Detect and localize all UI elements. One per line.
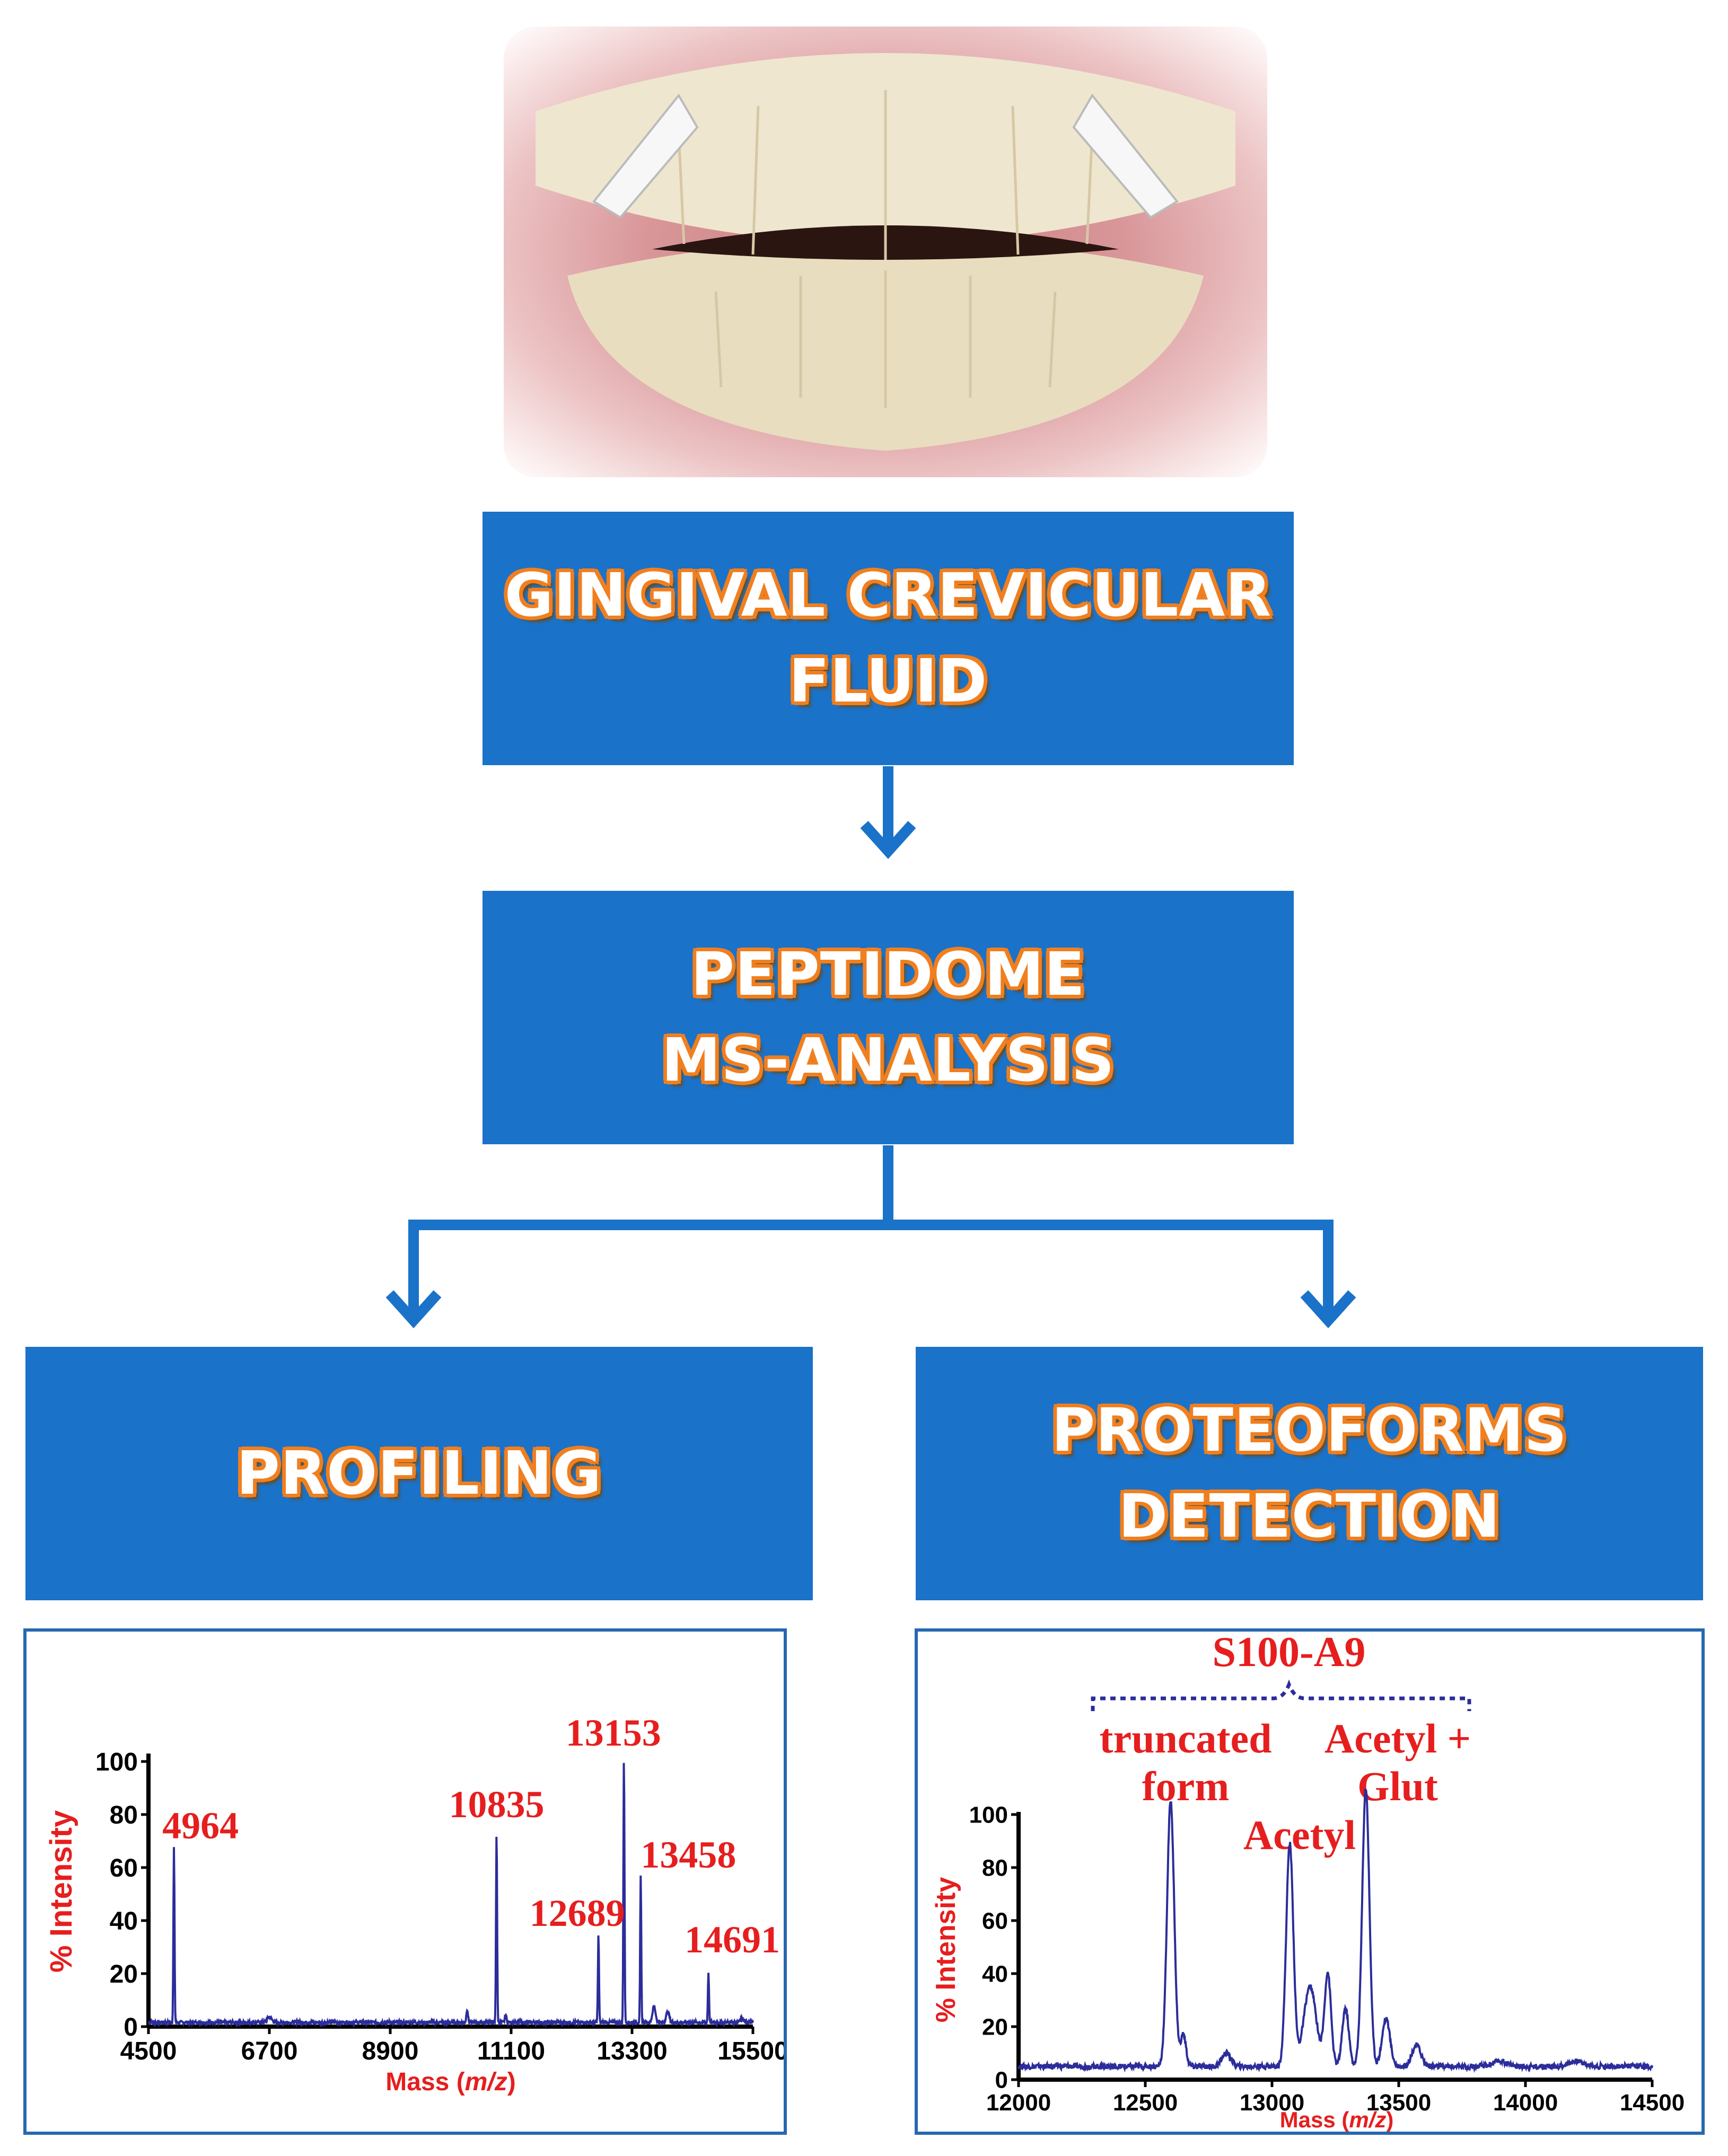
gcf-box: GINGIVAL CREVICULAR FLUID <box>483 512 1294 765</box>
y-tick-label: 0 <box>995 2067 1008 2093</box>
y-axis-label: % Intensity <box>931 1877 961 2023</box>
profiling-spectrum-panel: 0 20 40 60 80 100 4500 6700 8900 11100 13300 15500… <box>23 1628 787 2135</box>
profiling-title: PROFILING <box>236 1439 602 1508</box>
x-tick-label: 6700 <box>241 2037 298 2065</box>
s100-a9-bracket <box>1091 1679 1471 1711</box>
x-tick-label: 13300 <box>597 2037 667 2065</box>
y-tick-label: 40 <box>110 1907 138 1935</box>
proteoforms-title-line2: DETECTION <box>1118 1482 1501 1551</box>
peak-label: 10835 <box>449 1783 545 1826</box>
gcf-title-line2: FLUID <box>788 647 988 716</box>
y-tick-label: 40 <box>982 1961 1008 1987</box>
gcf-title-line1: GINGIVAL CREVICULAR <box>504 560 1272 630</box>
peak-label: 13153 <box>566 1712 661 1754</box>
peptidome-title-line2: MS-ANALYSIS <box>661 1026 1115 1095</box>
truncated-label-line1: truncated <box>1100 1715 1272 1761</box>
acetyl-glut-label-line1: Acetyl + <box>1324 1715 1471 1761</box>
proteoforms-box: PROTEOFORMS DETECTION <box>916 1347 1703 1600</box>
peptidome-box: PEPTIDOME MS-ANALYSIS <box>483 891 1294 1144</box>
y-tick-label: 80 <box>110 1801 138 1829</box>
profiling-spectrum-chart: 0 20 40 60 80 100 4500 6700 8900 11100 13300 15500… <box>44 1712 784 2096</box>
peak-label: 13458 <box>641 1834 736 1876</box>
x-tick-label: 15500 <box>717 2037 784 2065</box>
x-tick-label: 14000 <box>1493 2090 1558 2116</box>
y-tick-label: 20 <box>982 2014 1008 2040</box>
y-tick-label: 100 <box>969 1802 1008 1828</box>
x-tick-label: 8900 <box>362 2037 419 2065</box>
x-tick-label: 13000 <box>1240 2090 1304 2116</box>
x-tick-label: 11100 <box>477 2037 545 2065</box>
x-tick-label: 14500 <box>1620 2090 1685 2116</box>
proteoforms-title-line1: PROTEOFORMS <box>1051 1396 1567 1465</box>
proteoforms-spectrum-chart: S100-A9 truncated form Acetyl Acetyl + G… <box>931 1632 1685 2132</box>
s100-a9-title: S100-A9 <box>1213 1632 1366 1676</box>
y-tick-label: 100 <box>95 1748 138 1776</box>
y-tick-label: 60 <box>982 1908 1008 1934</box>
proteoforms-spectrum-panel: S100-A9 truncated form Acetyl Acetyl + G… <box>915 1628 1705 2135</box>
x-tick-label: 12000 <box>986 2090 1051 2116</box>
spectrum-line <box>147 1763 754 2028</box>
acetyl-glut-label-line2: Glut <box>1357 1763 1438 1809</box>
x-tick-label: 4500 <box>120 2037 177 2065</box>
acetyl-label: Acetyl <box>1243 1812 1356 1858</box>
y-tick-label: 0 <box>124 2013 138 2041</box>
x-tick-label: 13500 <box>1366 2090 1431 2116</box>
x-tick-label: 12500 <box>1113 2090 1178 2116</box>
peak-label: 4964 <box>162 1804 239 1847</box>
x-axis-label: Mass (m/z) <box>1280 2107 1394 2132</box>
y-tick-label: 60 <box>110 1854 138 1882</box>
truncated-label-line2: form <box>1142 1763 1230 1809</box>
x-axis-label: Mass (m/z) <box>385 2068 515 2096</box>
peak-label: 12689 <box>530 1892 625 1934</box>
y-tick-label: 80 <box>982 1855 1008 1881</box>
spectrum-line <box>1017 1789 1653 2073</box>
y-tick-label: 20 <box>110 1960 138 1988</box>
peptidome-title-line1: PEPTIDOME <box>691 940 1085 1009</box>
y-axis-label: % Intensity <box>44 1810 78 1973</box>
peak-label: 14691 <box>685 1918 780 1961</box>
profiling-box: PROFILING <box>25 1347 813 1600</box>
teeth-photo <box>504 27 1267 477</box>
